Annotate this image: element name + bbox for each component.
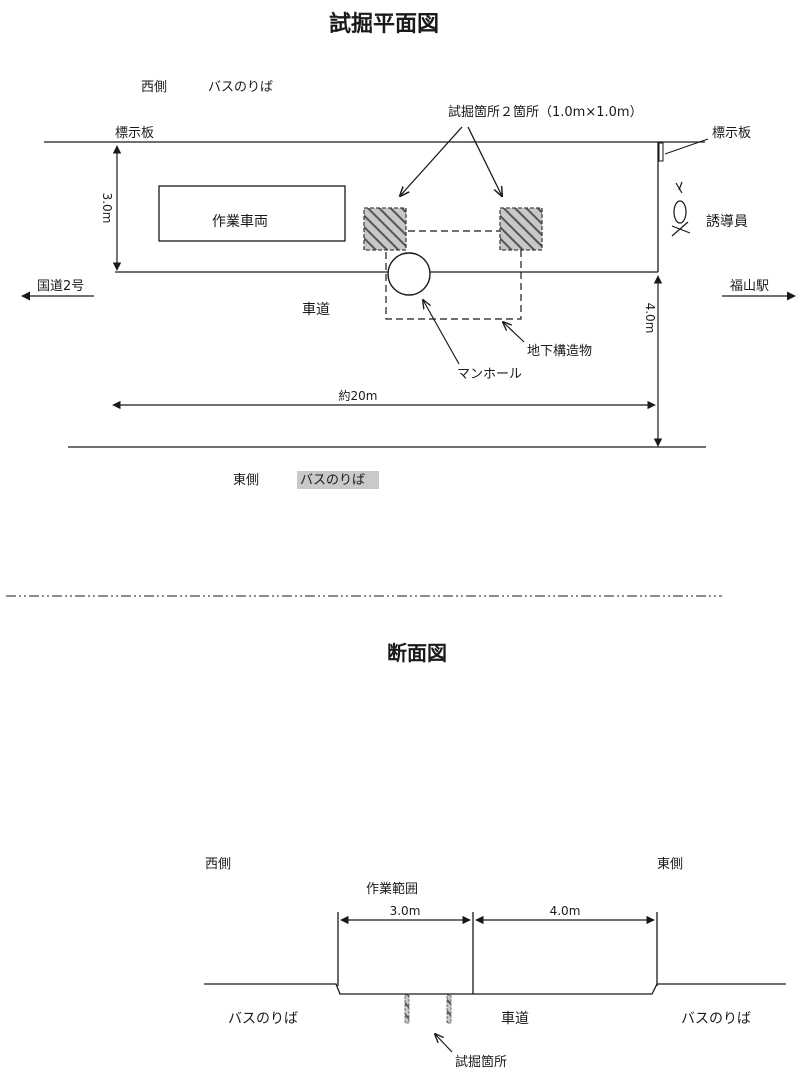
excavation-arrow-right: [467, 126, 502, 196]
width-dimension-label: 3.0m: [100, 193, 114, 224]
section-roadway-label: 車道: [501, 1010, 529, 1027]
section-dim-right-label: 4.0m: [550, 904, 581, 918]
section-title: 断面図: [387, 641, 447, 665]
manhole-label: マンホール: [457, 367, 522, 382]
plan-east-busstop: バスのりば: [300, 473, 365, 488]
section-busstop-right: バスのりば: [681, 1011, 751, 1027]
roadway-label: 車道: [302, 301, 330, 318]
traffic-guide-icon: [671, 181, 691, 237]
underground-label: 地下構造物: [527, 344, 592, 359]
manhole-leader-arrow: [423, 300, 460, 365]
underground-leader-arrow: [503, 322, 525, 343]
plan-east-label: 東側: [233, 472, 259, 488]
excavation-pit-right: [499, 207, 543, 251]
work-area-label: 作業範囲: [366, 881, 418, 897]
sign-label-right: 標示板: [712, 126, 751, 141]
section-dim-left-label: 3.0m: [390, 904, 421, 918]
ground-profile-line: [204, 983, 786, 995]
plan-title: 試掘平面図: [329, 11, 439, 37]
excavation-note: 試掘箇所２箇所（1.0m×1.0m）: [448, 104, 643, 120]
excavation-pit-left: [363, 207, 407, 251]
section-excavation-label: 試掘箇所: [455, 1054, 507, 1070]
east-busstop-highlight: [297, 471, 379, 489]
guide-label: 誘導員: [706, 214, 748, 230]
length-dimension-label: 約20m: [339, 388, 378, 403]
sign-post-icon: [658, 142, 664, 162]
excavation-column-right: [446, 994, 452, 1024]
excavation-arrow-left: [400, 126, 463, 196]
station-label: 福山駅: [730, 279, 769, 294]
excavation-column-left: [404, 994, 410, 1024]
work-vehicle-label: 作業車両: [212, 213, 268, 230]
route2-label: 国道2号: [37, 279, 84, 294]
sign-label-left: 標示板: [115, 126, 154, 141]
section-busstop-left: バスのりば: [228, 1011, 298, 1027]
section-east-label: 東側: [657, 856, 683, 872]
plan-west-busstop: バスのりば: [208, 80, 273, 95]
underground-structure-outline: [385, 230, 522, 320]
plan-west-label: 西側: [141, 80, 167, 95]
manhole-circle: [387, 252, 431, 296]
section-west-label: 西側: [205, 857, 231, 872]
work-vehicle-box: [158, 185, 346, 242]
road-width-dimension-label: 4.0m: [643, 303, 657, 334]
excavation-leader-arrow: [435, 1034, 453, 1053]
sign-leader-line: [664, 138, 709, 155]
